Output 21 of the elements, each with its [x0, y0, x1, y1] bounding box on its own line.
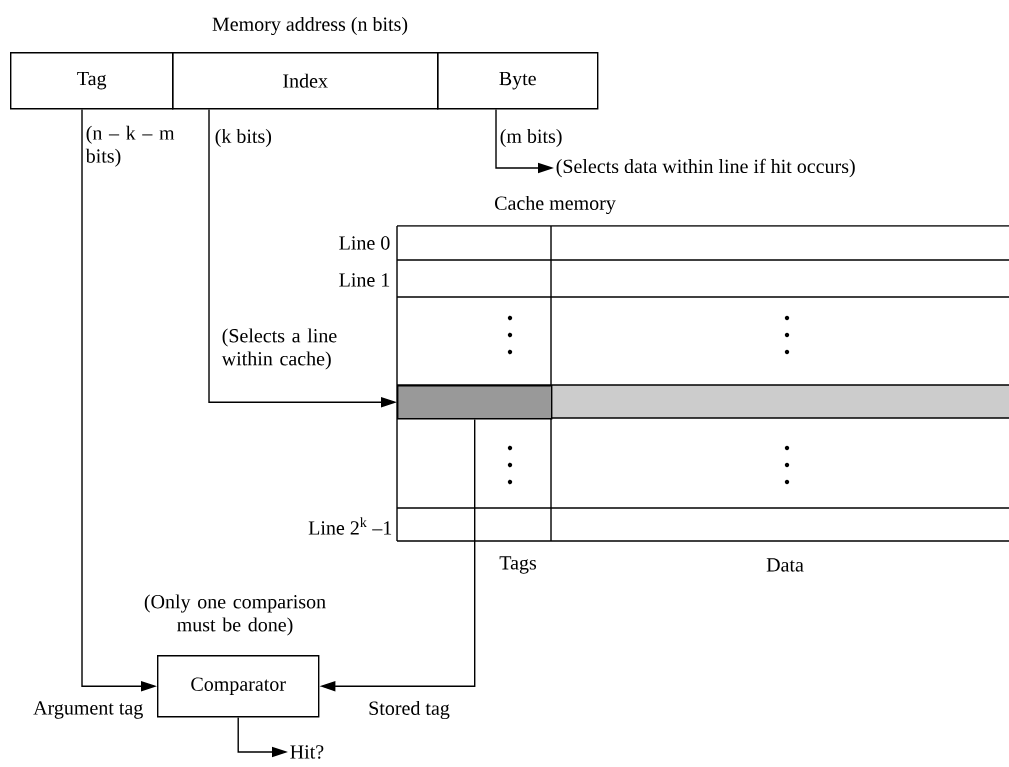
field-box: Index — [172, 52, 439, 110]
selected-tag-cell — [397, 385, 553, 420]
row-label: Line 2$^{k}$ –1 — [308, 517, 392, 535]
annotation-text: (Selects a line within cache) — [221, 328, 337, 370]
title: Memory address (n bits) — [212, 16, 408, 36]
bit-width-label: (m bits) — [500, 128, 562, 148]
field-box: Byte — [437, 52, 599, 110]
annotation-text: (Only one comparison must be done) — [144, 594, 326, 636]
bit-width-label: (k bits) — [215, 128, 272, 148]
annotation-text: (Selects data within line if hit occurs) — [556, 158, 855, 178]
signal-label: Argument tag — [33, 701, 143, 719]
bit-width-label: (n – k – m bits) — [85, 125, 175, 167]
output-text: Hit? — [290, 745, 324, 759]
row-label: Line 0 — [339, 236, 390, 250]
signal-label: Stored tag — [369, 700, 450, 720]
table-caption: Cache memory — [495, 195, 616, 215]
field-box: Tag — [10, 52, 174, 110]
comparator-box: Comparator — [157, 655, 320, 718]
column-label: Data — [766, 558, 804, 572]
row-label: Line 1 — [339, 273, 390, 287]
column-label: Tags — [499, 556, 537, 574]
